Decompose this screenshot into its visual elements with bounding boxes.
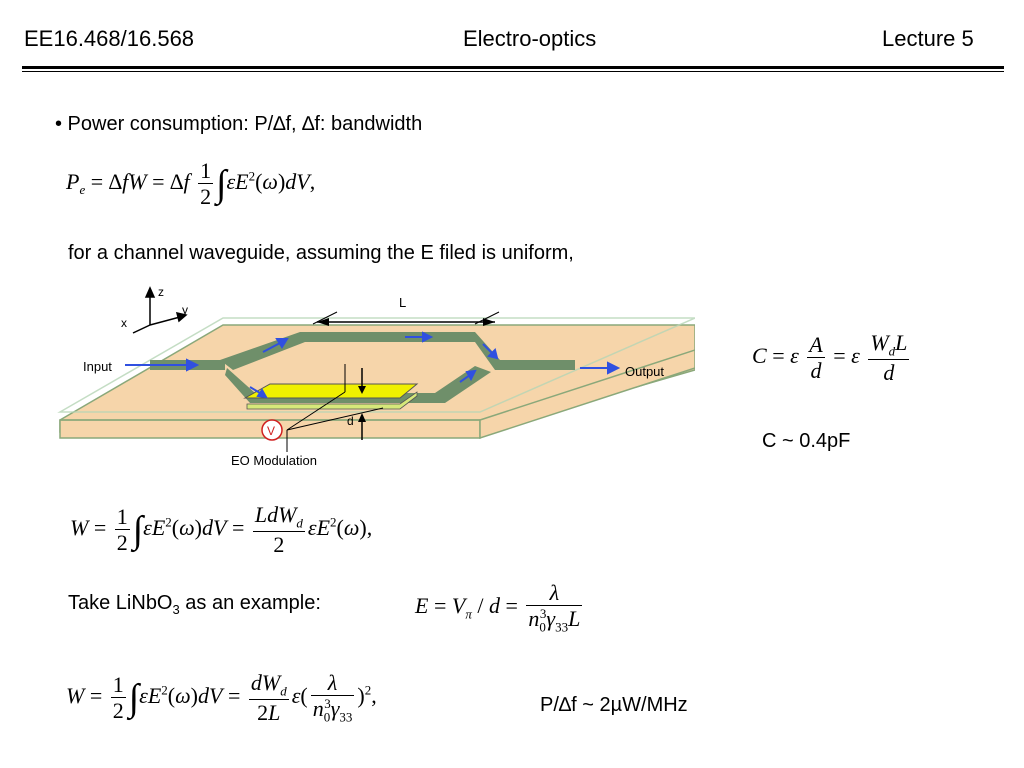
axis-z-label: z (158, 285, 164, 299)
eo-modulation-label: EO Modulation (231, 453, 317, 468)
cladding-outline (57, 317, 695, 413)
electrode-bottom (246, 391, 418, 410)
electrode-top (243, 383, 419, 399)
example-text: Take LiNbO3 as an example: (68, 592, 321, 617)
power-result: P/∆f ~ 2µW/MHz (540, 694, 688, 716)
input-label: Input (83, 359, 112, 374)
voltage-wires (286, 364, 384, 452)
axis-x-label: x (121, 316, 127, 330)
axis-y-label: y (182, 303, 188, 317)
light-arrows (125, 331, 621, 399)
output-label: Output (625, 364, 664, 379)
slide-title: Electro-optics (463, 26, 597, 51)
substrate-side (479, 349, 695, 440)
gap-d-label: d (347, 414, 354, 428)
voltage-source-icon (261, 419, 283, 441)
capacitance-value: C ~ 0.4pF (762, 430, 851, 452)
length-label: L (399, 295, 406, 310)
lecture-number: Lecture 5 (882, 26, 974, 51)
bullet-power-consumption: • Power consumption: P/∆f, ∆f: bandwidth (55, 113, 423, 135)
header-rule-thick (22, 66, 1004, 69)
course-code: EE16.468/16.568 (24, 26, 195, 51)
mach-zehnder-diagram: L z y x Input Output d V EO Modulation (57, 285, 695, 468)
voltage-source-label: V (267, 424, 275, 438)
channel-waveguide-text: for a channel waveguide, assuming the E … (68, 242, 574, 264)
coordinate-axes (132, 286, 188, 334)
header-rule-thin (22, 71, 1004, 72)
